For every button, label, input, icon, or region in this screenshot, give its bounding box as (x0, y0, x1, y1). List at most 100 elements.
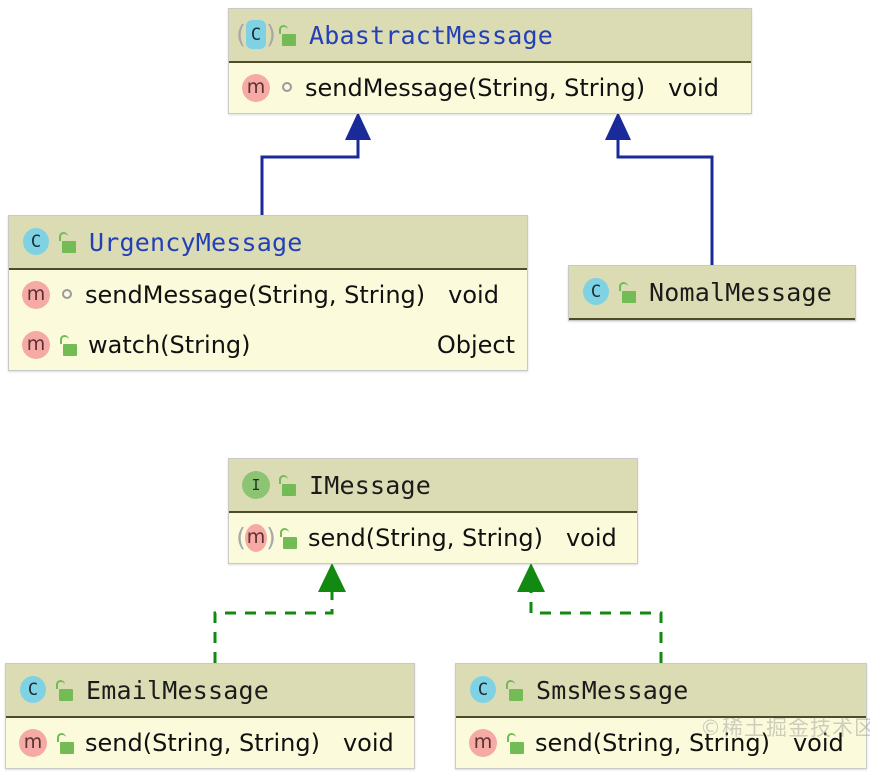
class-members-urgencymessage: m sendMessage(String, String) void m wat… (9, 270, 527, 370)
padlock-shackle (506, 680, 515, 689)
class-header-nomalmessage: C NomalMessage (569, 266, 855, 320)
class-members-smsmessage: m send(String, String) void (456, 718, 866, 768)
class-members-abstractmessage: m sendMessage(String, String) void (229, 63, 751, 113)
package-private-ring-icon (281, 81, 295, 95)
interface-icon-letter: I (251, 476, 261, 494)
class-box-urgencymessage[interactable]: C UrgencyMessage m sendMessage(String, S… (8, 215, 528, 371)
class-icon-letter: C (477, 680, 489, 700)
class-box-imessage[interactable]: I IMessage ( m ) send(String, S (228, 458, 638, 564)
class-icon-letter: C (590, 282, 602, 302)
method-icon-letter: m (23, 731, 43, 753)
class-icon-letter: C (250, 25, 262, 45)
paren-left: ( (236, 20, 246, 49)
class-name-nomalmessage: NomalMessage (649, 277, 833, 307)
member-row[interactable]: m send(String, String) void (456, 718, 866, 768)
unlocked-padlock-icon (59, 231, 77, 253)
class-icon-disc (20, 676, 46, 703)
padlock-shackle (507, 733, 516, 742)
class-name-abstractmessage: AbastractMessage (309, 20, 554, 50)
method-icon-disc (245, 524, 267, 552)
method-icon-disc (22, 331, 50, 359)
padlock-body (622, 291, 636, 303)
paren-right: ) (266, 20, 276, 49)
class-box-emailmessage[interactable]: C EmailMessage m send(String, String) vo… (5, 663, 415, 769)
class-box-nomalmessage[interactable]: C NomalMessage (568, 265, 856, 321)
unlocked-padlock-icon (57, 732, 75, 754)
method-icon: m (21, 280, 51, 310)
method-icon-letter: m (26, 283, 46, 305)
class-header-imessage: I IMessage (229, 459, 637, 513)
abstract-method-icon: ( m ) (236, 523, 276, 553)
padlock-shackle (280, 528, 289, 537)
method-icon-letter: m (246, 76, 266, 98)
class-name-imessage: IMessage (309, 470, 432, 500)
method-icon-letter: m (246, 526, 266, 548)
member-signature: sendMessage(String, String) (305, 74, 646, 102)
member-return-type: void (342, 729, 394, 757)
padlock-body (62, 241, 76, 253)
class-header-urgencymessage: C UrgencyMessage (9, 216, 527, 270)
class-header-smsmessage: C SmsMessage (456, 664, 866, 718)
padlock-body (63, 344, 77, 356)
paren-left: ( (236, 523, 246, 552)
relation-nomalmessage-extends-abstractmessage (605, 112, 714, 265)
method-icon-disc (242, 74, 270, 102)
class-name-emailmessage: EmailMessage (86, 675, 270, 705)
unlocked-padlock-icon (280, 527, 298, 549)
method-icon-disc (19, 729, 47, 757)
class-name-urgencymessage: UrgencyMessage (89, 227, 303, 257)
class-box-abstractmessage[interactable]: ( C ) AbastractMessage m sendMessage( (228, 8, 752, 114)
class-header-emailmessage: C EmailMessage (6, 664, 414, 718)
ring-shape (62, 289, 72, 299)
class-icon-letter: C (27, 680, 39, 700)
relation-smsmessage-implements-imessage (517, 563, 663, 663)
padlock-shackle (60, 335, 69, 344)
method-icon: m (241, 73, 271, 103)
padlock-shackle (619, 282, 628, 291)
padlock-shackle (56, 680, 65, 689)
relation-emailmessage-implements-imessage (213, 563, 346, 663)
class-icon: C (581, 277, 611, 307)
padlock-body (282, 484, 296, 496)
member-signature: sendMessage(String, String) (85, 281, 426, 309)
member-row[interactable]: m sendMessage(String, String) void (229, 63, 751, 113)
member-row[interactable]: m sendMessage(String, String) void (9, 270, 527, 320)
member-signature: send(String, String) (85, 729, 320, 757)
unlocked-padlock-icon (60, 334, 78, 356)
method-icon: m (468, 728, 498, 758)
package-private-ring-icon (61, 288, 75, 302)
class-icon: C (18, 675, 48, 705)
class-icon-disc (23, 228, 49, 255)
method-icon-letter: m (473, 731, 493, 753)
member-signature: send(String, String) (535, 729, 770, 757)
abstract-class-icon: ( C ) (236, 20, 276, 50)
unlocked-padlock-icon (506, 679, 524, 701)
class-members-imessage: ( m ) send(String, String) void (229, 513, 637, 563)
member-return-type: void (792, 729, 844, 757)
class-box-smsmessage[interactable]: C SmsMessage m send(String, String) void (455, 663, 867, 769)
unlocked-padlock-icon (619, 281, 637, 303)
member-row[interactable]: m watch(String) Object (9, 320, 527, 370)
padlock-body (59, 689, 73, 701)
padlock-body (60, 742, 74, 754)
class-icon-disc (470, 676, 496, 703)
padlock-body (509, 689, 523, 701)
class-name-smsmessage: SmsMessage (536, 675, 689, 705)
member-return-type: void (565, 524, 617, 552)
unlocked-padlock-icon (507, 732, 525, 754)
member-row[interactable]: m send(String, String) void (6, 718, 414, 768)
member-signature: send(String, String) (308, 524, 543, 552)
class-header-abstractmessage: ( C ) AbastractMessage (229, 9, 751, 63)
member-return-type: Object (436, 331, 515, 359)
method-icon-disc (22, 281, 50, 309)
class-icon-letter: C (30, 232, 42, 252)
padlock-shackle (279, 475, 288, 484)
class-icon-disc (246, 20, 266, 49)
interface-icon-disc (242, 471, 270, 499)
class-members-emailmessage: m send(String, String) void (6, 718, 414, 768)
method-icon: m (21, 330, 51, 360)
padlock-body (283, 537, 297, 549)
member-row[interactable]: ( m ) send(String, String) void (229, 513, 637, 563)
